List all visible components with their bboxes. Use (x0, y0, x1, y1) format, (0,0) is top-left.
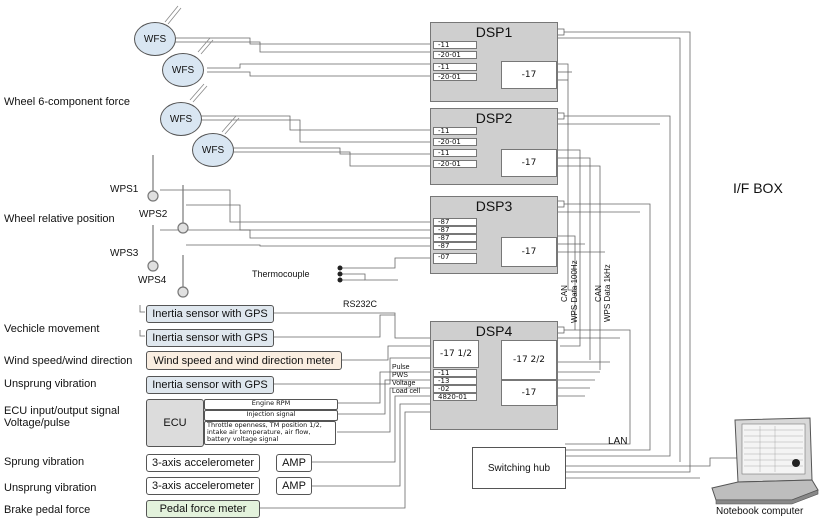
dsp3-port: -87 (433, 226, 477, 234)
dsp1-title: DSP1 (475, 24, 513, 40)
label-brake: Brake pedal force (4, 504, 91, 516)
ecu-signal-throttle: Throttle openness, TM position 1/2, inta… (204, 421, 336, 445)
dsp1-port: -20-01 (433, 73, 477, 81)
dsp4-module: DSP4 -17 1/2 -17 2/2 -11 -13 -02 4820-01… (430, 321, 558, 430)
pedal-force-meter: Pedal force meter (146, 500, 260, 518)
throttle-line-1: Throttle openness, TM position 1/2, (207, 421, 322, 429)
dsp4-port: -11 (433, 369, 477, 377)
dsp4-right-top: -17 2/2 (501, 340, 557, 380)
label-unsprung-2: Unsprung vibration (4, 482, 97, 494)
dsp4-left-top: -17 1/2 (433, 340, 479, 368)
wps3-label: WPS3 (110, 248, 139, 259)
dsp3-port: -87 (433, 234, 477, 242)
label-vehicle-movement: Vechicle movement (4, 323, 100, 335)
switching-hub: Switching hub (472, 447, 566, 489)
wfs-sensor-4: WFS (192, 133, 234, 167)
if-box-label: I/F BOX (733, 180, 783, 196)
wps1-label: WPS1 (110, 184, 139, 195)
rs232c-label: RS232C (343, 299, 378, 309)
signal-pulse: Pulse (392, 364, 410, 371)
engine-rpm-text: Engine RPM (251, 399, 291, 407)
amp-1: AMP (276, 454, 312, 472)
label-wheel-position: Wheel relative position (4, 213, 115, 225)
label-wheel-force: Wheel 6-component force (4, 96, 130, 108)
injection-text: Injection signal (246, 410, 296, 418)
dsp3-port: -87 (433, 218, 477, 226)
ecu-signal-injection: Injection signal (204, 410, 338, 421)
wind-meter: Wind speed and wind direction meter (146, 351, 342, 370)
wfs-sensor-2: WFS (162, 53, 204, 87)
dsp1-module: DSP1 -11 -20-01 -11 -20-01 -17 (430, 22, 558, 102)
dsp1-port: -11 (433, 41, 477, 49)
dsp3-module: DSP3 -87 -87 -87 -87 -07 -17 (430, 196, 558, 274)
can-100hz-label-2: WPS Data 100Hz (570, 260, 579, 323)
wps4-label: WPS4 (138, 275, 167, 286)
thermocouple-label: Thermocouple (252, 269, 310, 279)
dsp2-port: -20-01 (433, 160, 477, 168)
dsp1-port: -11 (433, 63, 477, 71)
notebook-computer-drawing (711, 417, 819, 505)
inertia-sensor-3: Inertia sensor with GPS (146, 376, 274, 394)
dsp4-output: -17 (501, 380, 557, 406)
signal-pws: PWS (392, 372, 408, 379)
dsp4-port: -13 (433, 377, 477, 385)
can-1khz-label-2: WPS Data 1kHz (603, 264, 612, 322)
dsp2-module: DSP2 -11 -20-01 -11 -20-01 -17 (430, 108, 558, 185)
dsp4-port: 4820-01 (433, 393, 477, 401)
wfs-sensor-1: WFS (134, 22, 176, 56)
dsp1-port: -20-01 (433, 51, 477, 59)
dsp3-output: -17 (501, 237, 557, 267)
dsp1-output: -17 (501, 61, 557, 89)
dsp2-output: -17 (501, 149, 557, 177)
amp-2: AMP (276, 477, 312, 495)
dsp3-title: DSP3 (475, 198, 513, 214)
ecu-box: ECU (146, 399, 204, 447)
label-ecu-signal: ECU input/output signal (4, 405, 120, 417)
dsp2-port: -11 (433, 149, 477, 157)
dsp3-port: -07 (433, 253, 477, 264)
ecu-signal-engine-rpm: Engine RPM (204, 399, 338, 410)
can-100hz-label-1: CAN (560, 285, 569, 302)
accelerometer-2: 3-axis accelerometer (146, 477, 260, 495)
throttle-line-3: battery voltage signal (207, 435, 279, 443)
throttle-line-2: intake air temperature, air flow, (207, 428, 311, 436)
lan-label: LAN (608, 436, 628, 447)
wps2-label: WPS2 (139, 209, 168, 220)
label-unsprung-1: Unsprung vibration (4, 378, 97, 390)
dsp2-title: DSP2 (475, 110, 513, 126)
accelerometer-1: 3-axis accelerometer (146, 454, 260, 472)
signal-load-cell: Load cell (392, 388, 421, 395)
signal-voltage: Voltage (392, 380, 416, 387)
inertia-sensor-2: Inertia sensor with GPS (146, 329, 274, 347)
dsp3-port: -87 (433, 242, 477, 250)
label-voltage-pulse: Voltage/pulse (4, 417, 71, 429)
notebook-label: Notebook computer (716, 506, 804, 517)
can-1khz-label-1: CAN (594, 285, 603, 302)
inertia-sensor-1: Inertia sensor with GPS (146, 305, 274, 323)
dsp4-title: DSP4 (475, 323, 513, 339)
label-sprung: Sprung vibration (4, 456, 85, 468)
dsp2-port: -11 (433, 127, 477, 135)
dsp4-port: -02 (433, 385, 477, 393)
label-wind: Wind speed/wind direction (4, 355, 133, 367)
dsp2-port: -20-01 (433, 138, 477, 146)
wfs-sensor-3: WFS (160, 102, 202, 136)
